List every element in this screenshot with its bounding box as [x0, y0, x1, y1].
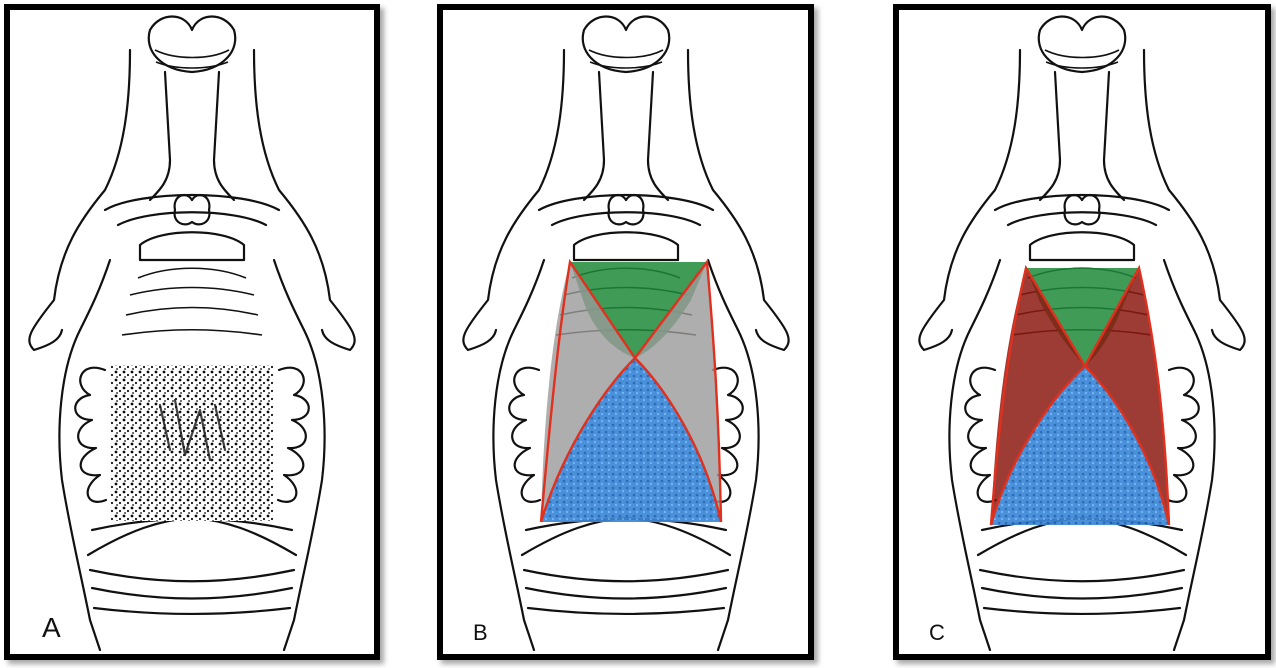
diagram-a: [10, 10, 374, 654]
panel-label-b: B: [473, 620, 488, 646]
panel-label-c: C: [929, 620, 945, 646]
panel-b: B: [437, 4, 814, 660]
panel-label-a: A: [42, 612, 61, 644]
stippled-region: [110, 365, 274, 521]
panel-a: A: [4, 4, 380, 660]
diagram-b: [443, 10, 808, 654]
diagram-c: [899, 10, 1265, 654]
panel-c: C: [893, 4, 1271, 660]
